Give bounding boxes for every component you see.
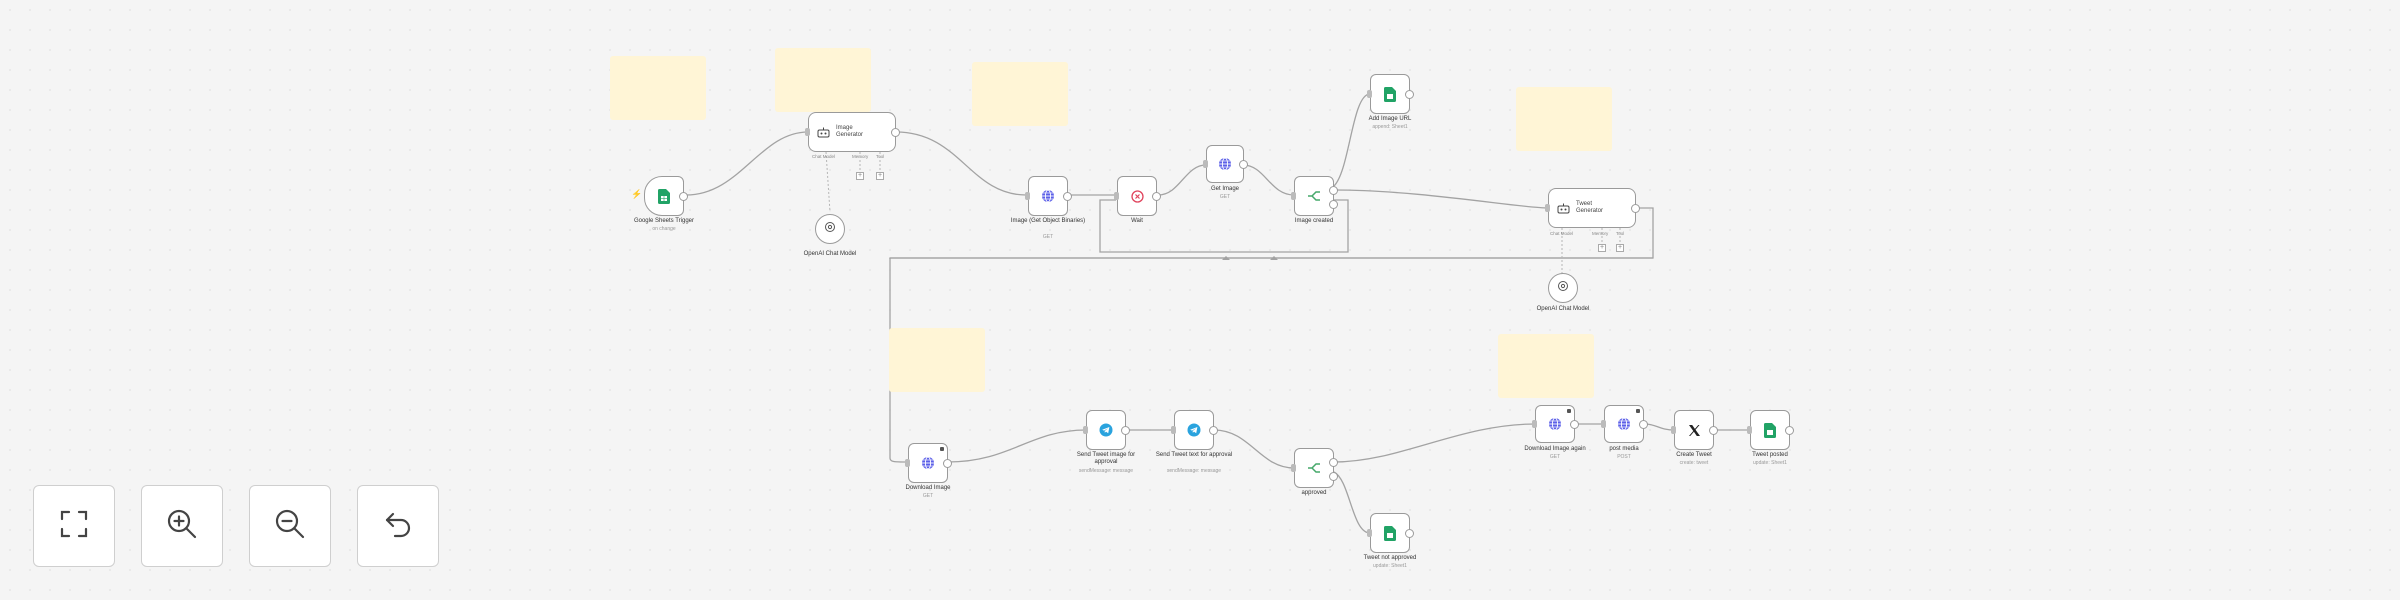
- http-request-node[interactable]: [905, 443, 952, 483]
- zoom-in-icon: [166, 508, 198, 545]
- node-sublabel: GET: [922, 493, 934, 499]
- openai-icon: [1557, 279, 1569, 297]
- node-sublabel: GET: [1549, 454, 1561, 460]
- node-label: Tweet not approved: [1363, 555, 1417, 561]
- add-memory-button[interactable]: +: [1598, 244, 1606, 252]
- sticky-note[interactable]: [775, 48, 871, 112]
- node-label: approved: [1301, 490, 1327, 496]
- port-label: Tool: [1616, 231, 1625, 236]
- node-title: Image Generator: [836, 125, 864, 138]
- node-sublabel: update: Sheet1: [1753, 460, 1787, 466]
- node-label: Google Sheets Trigger: [633, 218, 695, 224]
- node-sublabel: GET: [1042, 234, 1054, 240]
- pin-icon: [940, 447, 944, 451]
- pin-icon: [1567, 409, 1571, 413]
- globe-icon: [1041, 189, 1055, 203]
- node-label: Tweet posted: [1752, 452, 1788, 458]
- zoom-out-button[interactable]: [249, 485, 331, 567]
- http-request-node[interactable]: [1025, 176, 1072, 216]
- node-sublabel: on change: [652, 226, 676, 232]
- branch-icon: [1307, 462, 1321, 474]
- trigger-bolt-icon: ⚡: [631, 189, 643, 199]
- branch-icon: [1307, 190, 1321, 202]
- node-label: Image (Get Object Binaries): [1010, 218, 1086, 224]
- pin-icon: [1636, 409, 1640, 413]
- node-label: Download Image: [905, 485, 951, 491]
- sticky-note[interactable]: [1516, 87, 1612, 151]
- google-sheets-node[interactable]: [1367, 74, 1414, 114]
- fullscreen-icon: [59, 509, 89, 544]
- google-sheets-node[interactable]: [1367, 513, 1414, 553]
- globe-icon: [921, 456, 935, 470]
- pause-icon: [1130, 189, 1144, 203]
- google-sheets-icon: [1764, 422, 1776, 438]
- sticky-note[interactable]: [889, 328, 985, 392]
- openai-chat-model-node[interactable]: [1548, 273, 1578, 303]
- node-label: Create Tweet: [1676, 452, 1712, 458]
- node-title: Tweet Generator: [1576, 201, 1604, 214]
- if-node[interactable]: [1291, 176, 1338, 216]
- node-label: Download Image again: [1524, 446, 1586, 452]
- sticky-note[interactable]: [1498, 334, 1594, 398]
- port-label: Chat Model: [812, 154, 836, 159]
- image-generator-agent-node[interactable]: Image Generator: [805, 112, 900, 152]
- node-sublabel: append: Sheet1: [1372, 124, 1408, 130]
- undo-button[interactable]: [357, 485, 439, 567]
- node-label: Get Image: [1210, 186, 1239, 192]
- google-sheets-icon: [1384, 525, 1396, 541]
- x-logo-icon: [1688, 424, 1701, 437]
- node-sublabel: sendMessage: message: [1166, 468, 1222, 474]
- x-twitter-node[interactable]: [1671, 410, 1718, 450]
- node-label: Send Tweet text for approval: [1155, 452, 1233, 458]
- add-memory-button[interactable]: +: [856, 172, 864, 180]
- node-label: Add Image URL: [1368, 116, 1412, 122]
- globe-icon: [1548, 417, 1562, 431]
- port-label: Chat Model: [1550, 231, 1574, 236]
- google-sheets-node[interactable]: [1747, 410, 1794, 450]
- globe-icon: [1218, 157, 1232, 171]
- sticky-note[interactable]: [972, 62, 1068, 126]
- http-request-node[interactable]: [1601, 405, 1648, 443]
- openai-chat-model-node[interactable]: [815, 214, 845, 244]
- node-sublabel: GET: [1219, 194, 1231, 200]
- port-label: Memory: [1592, 231, 1609, 236]
- add-tool-button[interactable]: +: [876, 172, 884, 180]
- node-label: OpenAI Chat Model: [1536, 306, 1590, 312]
- zoom-out-icon: [274, 508, 306, 545]
- openai-icon: [824, 220, 836, 238]
- node-sublabel: POST: [1617, 454, 1631, 460]
- google-sheets-icon: [1384, 86, 1396, 102]
- add-tool-button[interactable]: +: [1616, 244, 1624, 252]
- undo-icon: [383, 509, 413, 544]
- globe-icon: [1617, 417, 1631, 431]
- http-request-node[interactable]: [1532, 405, 1579, 443]
- google-sheets-trigger-node[interactable]: [644, 176, 688, 216]
- wait-node[interactable]: [1114, 176, 1161, 216]
- telegram-node[interactable]: [1083, 410, 1130, 450]
- if-node[interactable]: [1291, 448, 1338, 488]
- telegram-icon: [1187, 423, 1201, 437]
- telegram-node[interactable]: [1171, 410, 1218, 450]
- node-label: OpenAI Chat Model: [803, 251, 857, 257]
- telegram-icon: [1099, 423, 1113, 437]
- node-label: post media: [1609, 446, 1639, 452]
- tweet-generator-agent-node[interactable]: Tweet Generator: [1545, 188, 1640, 228]
- node-label: Image created: [1294, 218, 1334, 224]
- node-sublabel: sendMessage: message: [1078, 468, 1134, 474]
- http-request-node[interactable]: [1203, 145, 1248, 183]
- node-sublabel: update: Sheet1: [1373, 563, 1407, 569]
- port-label: Memory: [852, 154, 869, 159]
- sticky-note[interactable]: [610, 56, 706, 120]
- node-sublabel: create: tweet: [1679, 460, 1709, 466]
- robot-icon: [1557, 203, 1570, 214]
- robot-icon: [817, 127, 830, 138]
- fit-view-button[interactable]: [33, 485, 115, 567]
- zoom-in-button[interactable]: [141, 485, 223, 567]
- node-label: Send Tweet image for approval: [1076, 452, 1136, 465]
- port-label: Tool: [876, 154, 885, 159]
- node-label: Wait: [1131, 218, 1143, 224]
- google-sheets-icon: [658, 188, 670, 204]
